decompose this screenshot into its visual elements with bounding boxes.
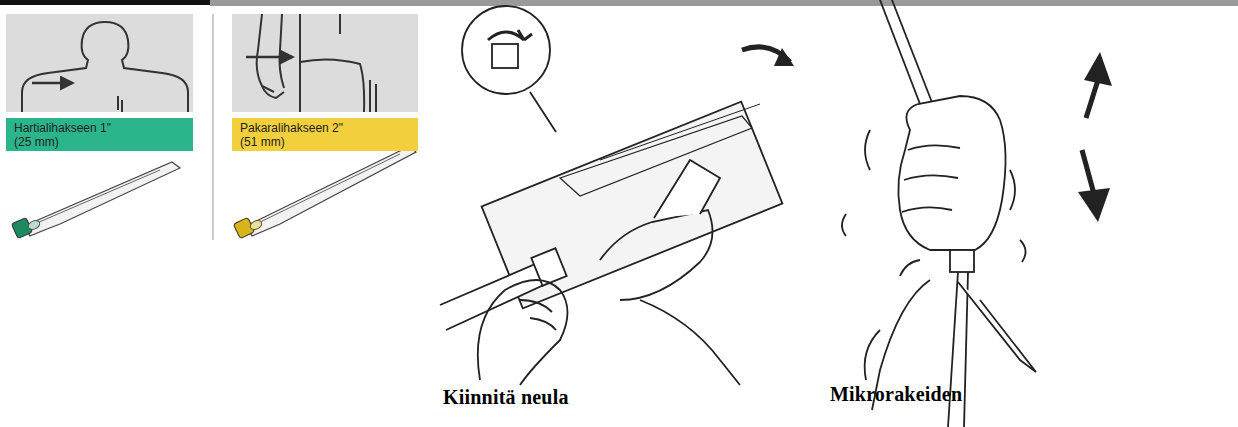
attach-needle-illustration xyxy=(440,6,794,385)
needle-label-box: Pakaralihakseen 2" (51 mm) xyxy=(232,118,418,151)
gluteal-figure xyxy=(232,14,418,112)
needle-long xyxy=(233,146,416,239)
step-caption: Mikrorakeiden xyxy=(830,383,962,406)
shake-illustration xyxy=(842,0,1112,427)
header-line xyxy=(210,0,1238,6)
divider xyxy=(213,14,214,240)
label-text: Pakaralihakseen 2" (51 mm) xyxy=(240,121,352,149)
label-text: Hartialihakseen 1" (25 mm) xyxy=(14,121,126,149)
needle-short xyxy=(11,162,180,239)
needle-label-box: Hartialihakseen 1" (25 mm) xyxy=(6,118,193,151)
header-bar xyxy=(0,0,210,5)
step-caption: Kiinnitä neula xyxy=(443,386,569,409)
deltoid-figure xyxy=(6,14,193,112)
